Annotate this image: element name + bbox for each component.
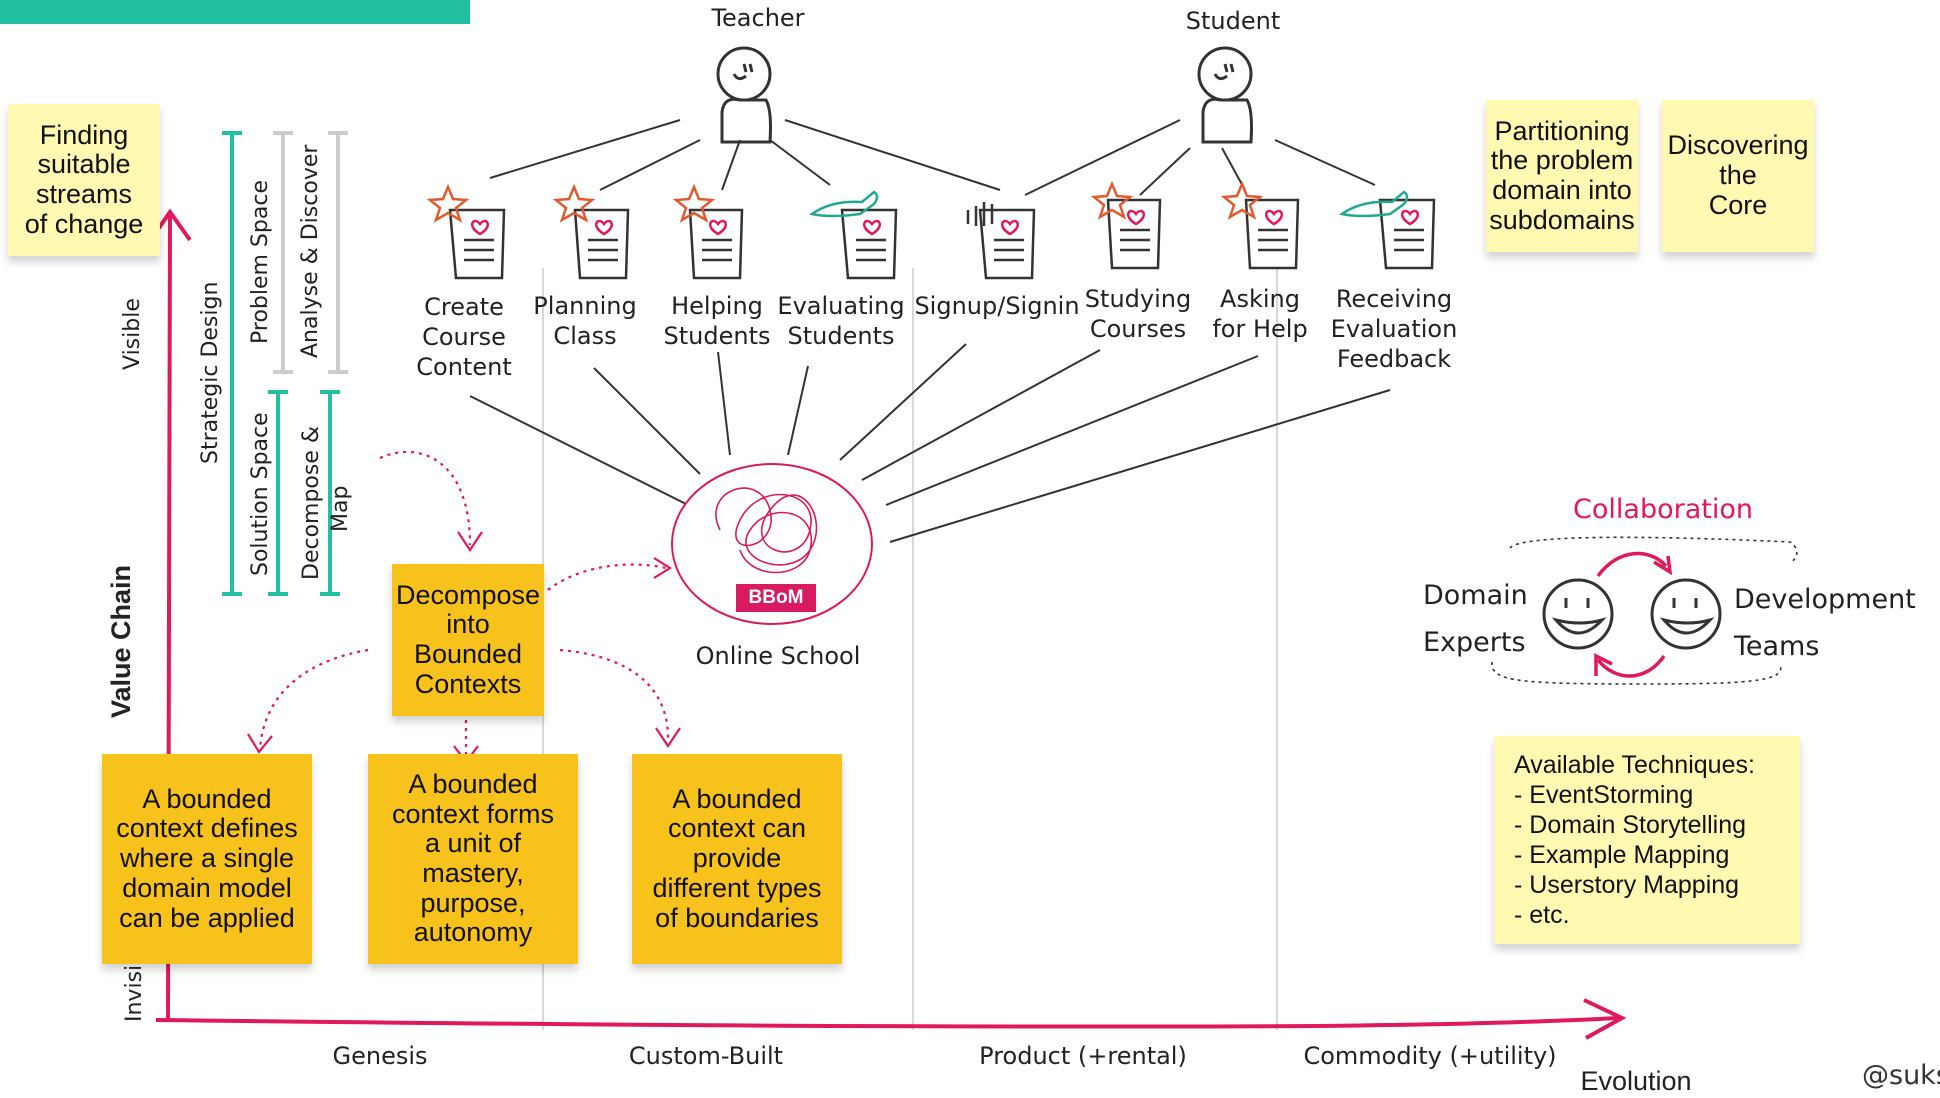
- decompose-map-bracket: [320, 390, 340, 596]
- sticky-techniques: Available Techniques: - EventStorming - …: [1494, 736, 1800, 944]
- technique-item: - Example Mapping: [1514, 841, 1730, 869]
- teacher-icon: [716, 46, 772, 144]
- actor-links: [489, 119, 1376, 196]
- evolution-title: Evolution: [1580, 1066, 1692, 1096]
- header-banner: [0, 0, 470, 24]
- analyse-discover-bracket: [328, 131, 348, 374]
- document-icon-create-course-content: [426, 183, 506, 280]
- document-icon-evaluating-students: [808, 190, 898, 280]
- bbom-links: [469, 343, 1391, 543]
- tool-hand-icon: [966, 202, 994, 226]
- evolution-stage-custom-built: Custom-Built: [628, 1042, 784, 1070]
- author-handle: @suks: [1862, 1060, 1940, 1091]
- arrow-to-bc-defines: [258, 648, 369, 749]
- teacher-label: Teacher: [711, 4, 805, 32]
- online-school-label: Online School: [695, 642, 861, 670]
- hand-icon: [808, 190, 879, 218]
- star-icon: [672, 183, 716, 223]
- star-icon: [552, 183, 596, 223]
- decompose-map-label: Decompose &Map: [299, 425, 353, 580]
- collaboration-title: Collaboration: [1573, 494, 1753, 525]
- arrow-to-bbom: [547, 563, 667, 591]
- student-label: Student: [1185, 7, 1281, 35]
- analyse-discover-label: Analyse & Discover: [298, 144, 323, 358]
- evolution-arrowhead: [1583, 998, 1627, 1040]
- strategic-design-bracket: [222, 131, 242, 596]
- hand-icon: [1338, 190, 1409, 218]
- smiley-domain-icon: [1542, 578, 1614, 650]
- problem-space-label: Problem Space: [248, 180, 273, 344]
- technique-item: - Userstory Mapping: [1514, 871, 1740, 899]
- bbom-ellipse: [671, 463, 873, 625]
- value-chain-title: Value Chain: [106, 564, 136, 718]
- solution-space-bracket: [268, 390, 288, 596]
- star-icon: [1220, 180, 1264, 220]
- evolution-stage-genesis: Genesis: [332, 1042, 428, 1070]
- solution-space-label: Solution Space: [248, 412, 273, 576]
- smiley-dev-icon: [1650, 578, 1722, 650]
- visible-label: Visible: [120, 298, 145, 370]
- use-case-signup-signin: Signup/Signin: [914, 292, 1080, 320]
- collaboration-graphic: [1491, 536, 1798, 685]
- document-icon-planning-class: [552, 183, 630, 280]
- techniques-title: Available Techniques:: [1514, 751, 1755, 779]
- document-icon-helping-students: [672, 183, 744, 280]
- arrow-to-decompose: [379, 450, 472, 546]
- star-icon: [426, 183, 470, 223]
- arrow-to-bc-provide: [559, 648, 670, 743]
- mud-scribble: [715, 487, 818, 574]
- technique-item: - EventStorming: [1514, 781, 1694, 809]
- invisible-label: Invisi: [122, 964, 147, 1022]
- evolution-axis: [155, 1016, 1619, 1029]
- dotted-arrows: [258, 450, 670, 760]
- document-icon-asking-for-help: [1220, 180, 1300, 270]
- document-icon-studying-courses: [1090, 180, 1162, 270]
- collab-dotted-top: [1509, 536, 1798, 563]
- student-icon: [1197, 46, 1253, 144]
- evolution-stage-commodity: Commodity (+utility): [1303, 1042, 1557, 1070]
- bbom-badge: BBoM: [736, 584, 816, 612]
- document-icon-signup-signin: [966, 202, 1036, 280]
- technique-item: - Domain Storytelling: [1514, 811, 1747, 839]
- cycle-arrow-bottom: [1596, 654, 1666, 678]
- problem-space-bracket: [273, 131, 293, 374]
- evolution-stage-product: Product (+rental): [979, 1042, 1187, 1070]
- use-case-icons: [426, 180, 1436, 280]
- strategic-design-label: Strategic Design: [198, 281, 223, 464]
- cycle-arrow-top: [1596, 551, 1668, 578]
- star-icon: [1090, 180, 1134, 220]
- technique-item: - etc.: [1514, 901, 1570, 929]
- document-icon-receiving-evaluation-feedback: [1338, 190, 1436, 270]
